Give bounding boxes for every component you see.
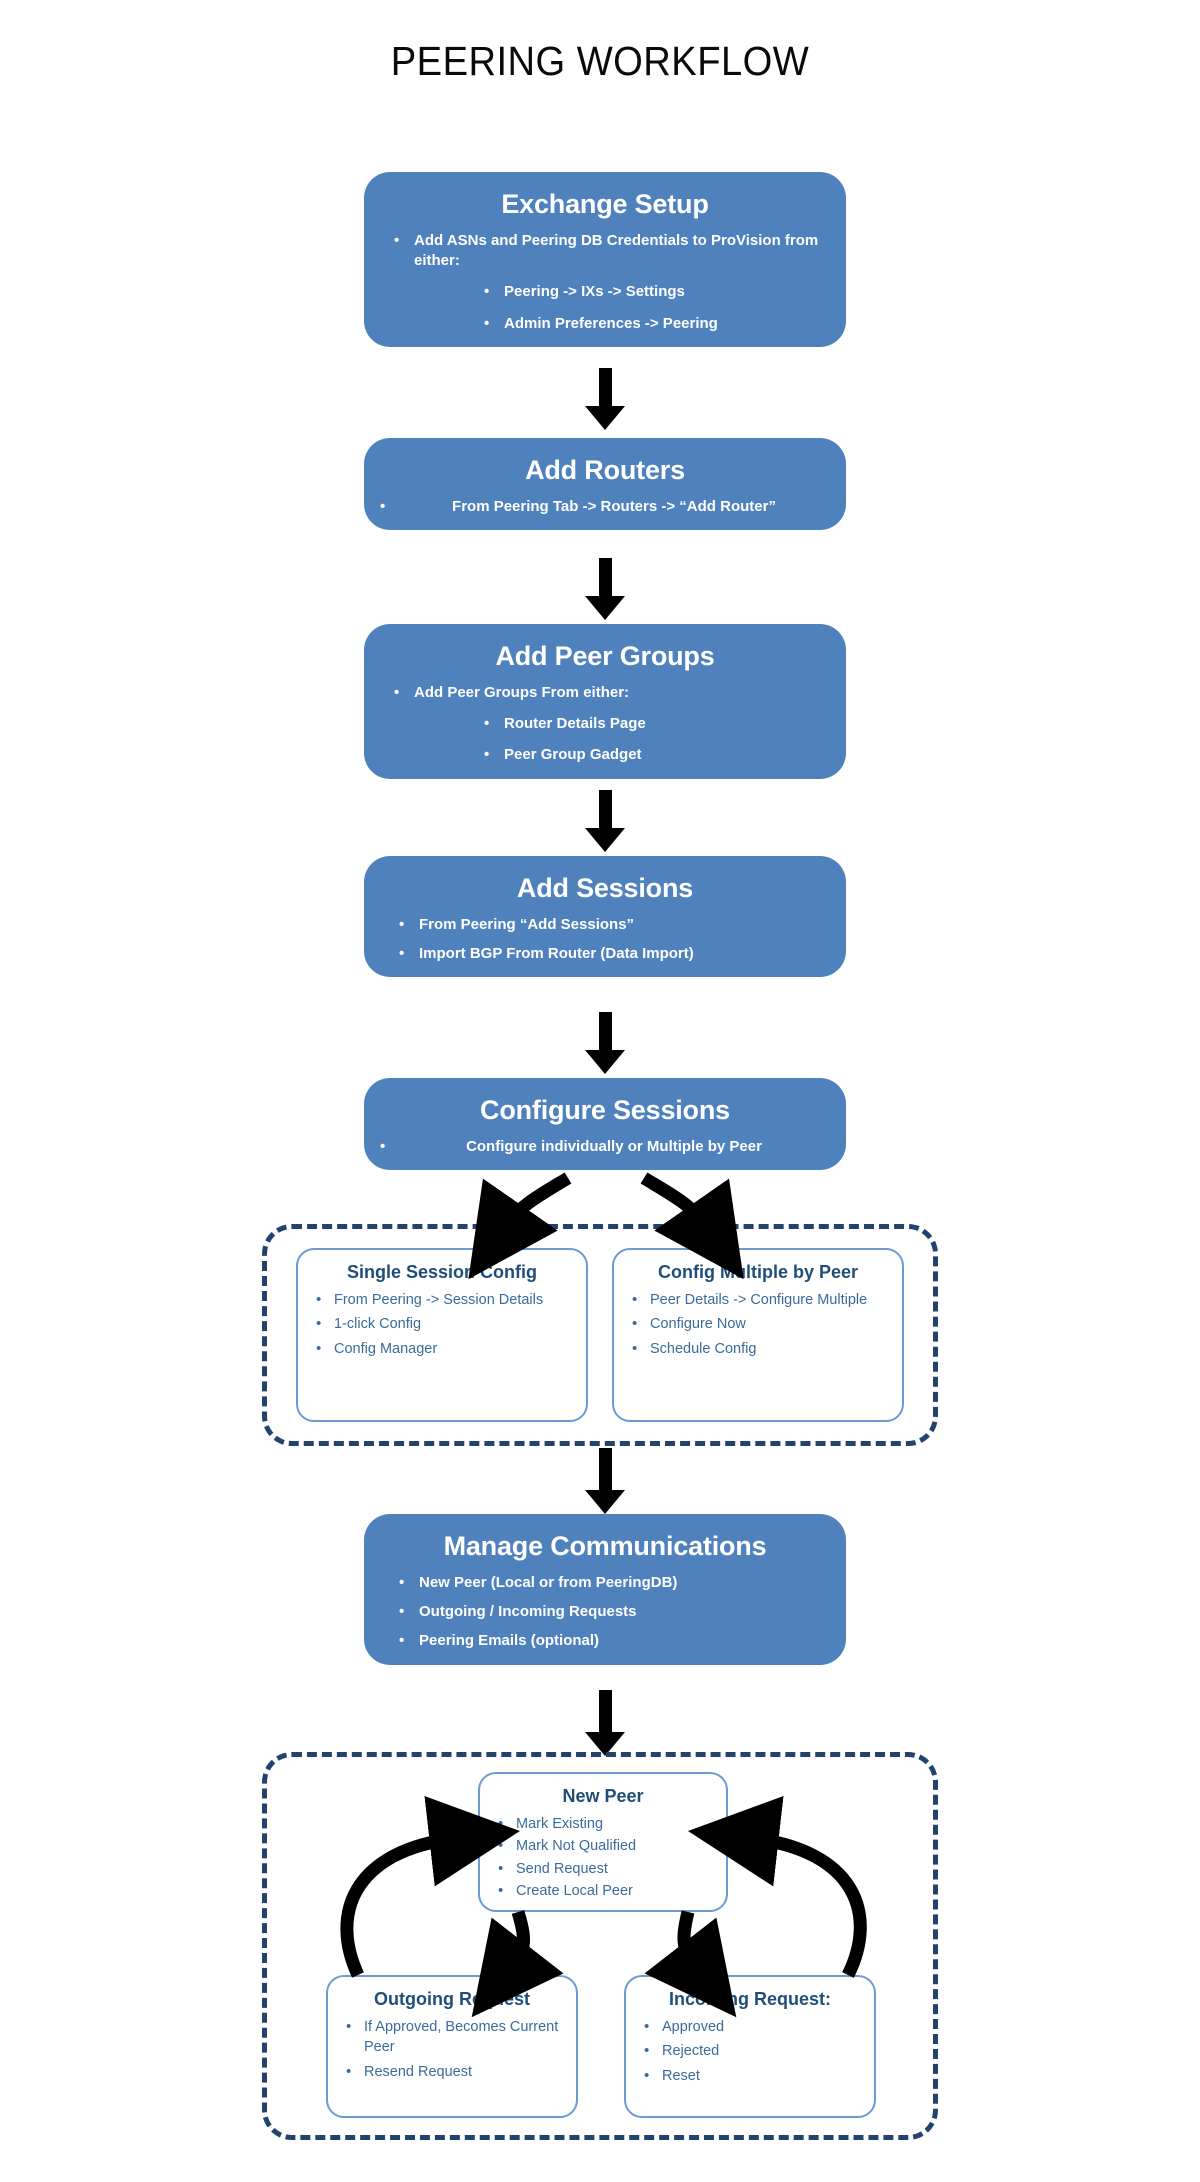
subbox-incoming-request: Incoming Request: Approved Rejected Rese… — [624, 1975, 876, 2118]
arrow-down-icon — [585, 1448, 625, 1514]
curved-arrow-icon — [640, 1172, 744, 1280]
list-item: From Peering -> Session Details — [308, 1289, 576, 1311]
step-title: Add Peer Groups — [495, 641, 715, 671]
bullet-text: Import BGP From Router (Data Import) — [399, 944, 828, 965]
list-item: Mark Not Qualified — [490, 1835, 716, 1857]
list-item: 1-click Config — [308, 1313, 576, 1335]
list-item: Configure individually or Multiple by Pe… — [380, 1136, 828, 1158]
bullet-text: Peer Group Gadget — [484, 745, 846, 766]
list-item: Peering -> IXs -> Settings — [484, 281, 846, 303]
bullet-list: Mark Existing Mark Not Qualified Send Re… — [490, 1813, 716, 1902]
list-item: Peer Group Gadget — [484, 744, 846, 766]
list-item: Mark Existing — [490, 1813, 716, 1835]
bullet-list: Configure individually or Multiple by Pe… — [364, 1136, 846, 1158]
list-item: Config Manager — [308, 1338, 576, 1360]
bullet-list: From Peering Tab -> Routers -> “Add Rout… — [364, 496, 846, 518]
step-add-sessions: Add Sessions From Peering “Add Sessions”… — [364, 856, 846, 978]
curved-arrow-icon — [468, 1172, 572, 1280]
list-item: Router Details Page — [484, 713, 846, 735]
list-item: Schedule Config — [624, 1338, 892, 1360]
bullet-list: Add ASNs and Peering DB Credentials to P… — [364, 230, 846, 335]
list-item: From Peering “Add Sessions” — [399, 914, 828, 936]
list-item: Create Local Peer — [490, 1880, 716, 1902]
bullet-list: If Approved, Becomes Current Peer Resend… — [338, 2016, 566, 2083]
step-title: Manage Communications — [443, 1531, 767, 1561]
subbox-title: New Peer — [562, 1786, 644, 1806]
subbox-single-session-config: Single Session Config From Peering -> Se… — [296, 1248, 588, 1422]
list-item: Configure Now — [624, 1313, 892, 1335]
step-title: Exchange Setup — [501, 189, 709, 219]
bullet-text: Add ASNs and Peering DB Credentials to P… — [394, 231, 822, 272]
step-add-peer-groups: Add Peer Groups Add Peer Groups From eit… — [364, 624, 846, 779]
list-item: New Peer (Local or from PeeringDB) — [399, 1572, 828, 1594]
list-item: Peer Details -> Configure Multiple — [624, 1289, 892, 1311]
config-options-group — [262, 1224, 938, 1446]
step-title: Add Sessions — [516, 873, 694, 903]
bullet-text: Configure individually or Multiple by Pe… — [380, 1137, 828, 1158]
page-title: PEERING WORKFLOW — [390, 38, 810, 84]
bullet-text: Admin Preferences -> Peering — [484, 314, 846, 335]
list-item: Resend Request — [338, 2061, 566, 2083]
arrow-down-icon — [585, 1690, 625, 1756]
bullet-list: From Peering -> Session Details 1-click … — [308, 1289, 576, 1360]
bullet-text: Add Peer Groups From either: — [394, 683, 822, 704]
peer-request-group — [262, 1752, 938, 2140]
step-manage-communications: Manage Communications New Peer (Local or… — [364, 1514, 846, 1665]
subbox-title: Incoming Request: — [668, 1989, 831, 2009]
bullet-text: Router Details Page — [484, 714, 846, 735]
step-configure-sessions: Configure Sessions Configure individuall… — [364, 1078, 846, 1170]
list-item: From Peering Tab -> Routers -> “Add Rout… — [380, 496, 828, 518]
list-item: Peering Emails (optional) — [399, 1630, 828, 1652]
bullet-text: Peering -> IXs -> Settings — [484, 282, 846, 303]
subbox-title: Outgoing Request — [374, 1989, 530, 2009]
bullet-list: Approved Rejected Reset — [636, 2016, 864, 2087]
step-title: Configure Sessions — [480, 1095, 730, 1125]
bullet-text: New Peer (Local or from PeeringDB) — [399, 1573, 828, 1594]
arrow-down-icon — [585, 368, 625, 430]
step-add-routers: Add Routers From Peering Tab -> Routers … — [364, 438, 846, 530]
bullet-text: Outgoing / Incoming Requests — [399, 1602, 828, 1623]
step-exchange-setup: Exchange Setup Add ASNs and Peering DB C… — [364, 172, 846, 347]
list-item: Send Request — [490, 1858, 716, 1880]
list-item: Approved — [636, 2016, 864, 2038]
arrow-down-icon — [585, 558, 625, 620]
bullet-text: From Peering Tab -> Routers -> “Add Rout… — [380, 497, 828, 518]
bullet-list: Add Peer Groups From either: Router Deta… — [364, 682, 846, 767]
subbox-outgoing-request: Outgoing Request If Approved, Becomes Cu… — [326, 1975, 578, 2118]
bullet-list: From Peering “Add Sessions” Import BGP F… — [364, 914, 846, 966]
arrow-down-icon — [585, 1012, 625, 1074]
list-item: Add Peer Groups From either: — [394, 682, 822, 704]
subbox-new-peer: New Peer Mark Existing Mark Not Qualifie… — [478, 1772, 728, 1912]
bullet-text: Peering Emails (optional) — [399, 1631, 828, 1652]
step-title: Add Routers — [525, 455, 685, 485]
arrow-down-icon — [585, 790, 625, 852]
list-item: Rejected — [636, 2040, 864, 2062]
bullet-list: Peer Details -> Configure Multiple Confi… — [624, 1289, 892, 1360]
bullet-text: From Peering “Add Sessions” — [399, 915, 828, 936]
list-item: Admin Preferences -> Peering — [484, 313, 846, 335]
subbox-title: Single Session Config — [346, 1262, 538, 1282]
list-item: Reset — [636, 2065, 864, 2087]
list-item: Import BGP From Router (Data Import) — [399, 943, 828, 965]
list-item: If Approved, Becomes Current Peer — [338, 2016, 566, 2058]
list-item: Outgoing / Incoming Requests — [399, 1601, 828, 1623]
list-item: Add ASNs and Peering DB Credentials to P… — [394, 230, 822, 273]
bullet-list: New Peer (Local or from PeeringDB) Outgo… — [364, 1572, 846, 1653]
subbox-config-multiple-by-peer: Config Multiple by Peer Peer Details -> … — [612, 1248, 904, 1422]
subbox-title: Config Multiple by Peer — [657, 1262, 858, 1282]
